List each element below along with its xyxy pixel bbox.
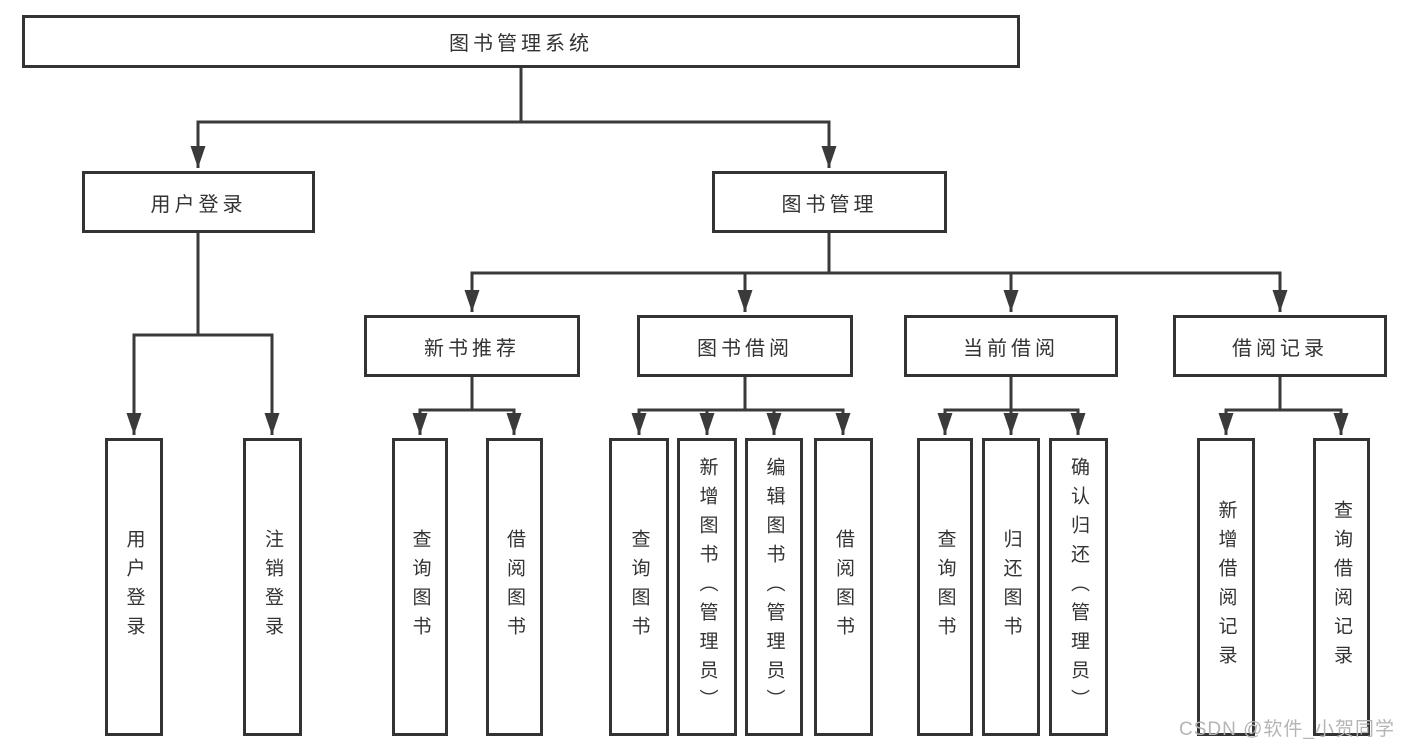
node-label: 借阅图书 bbox=[504, 529, 525, 645]
node-label: 新增借阅记录 bbox=[1215, 500, 1237, 674]
node-label: 新书推荐 bbox=[424, 337, 520, 360]
node-new-book-recommend: 新书推荐 bbox=[364, 315, 580, 377]
node-label: 借阅图书 bbox=[833, 529, 854, 645]
leaf-borrow-query-books: 查询图书 bbox=[609, 438, 669, 736]
node-label: 确认归还（管理员） bbox=[1068, 456, 1089, 718]
leaf-recommend-borrow-books: 借阅图书 bbox=[486, 438, 543, 736]
leaf-add-books-admin: 新增图书（管理员） bbox=[677, 438, 737, 736]
node-current-borrowing: 当前借阅 bbox=[904, 315, 1118, 377]
node-label: 归还图书 bbox=[1000, 529, 1022, 645]
leaf-current-query-books: 查询图书 bbox=[917, 438, 973, 736]
node-label: 当前借阅 bbox=[963, 337, 1059, 360]
node-label: 用户登录 bbox=[123, 529, 145, 645]
node-label: 查询图书 bbox=[628, 529, 650, 645]
node-root-system: 图书管理系统 bbox=[22, 15, 1020, 68]
node-label: 图书管理系统 bbox=[449, 33, 593, 55]
node-label: 注销登录 bbox=[262, 529, 283, 645]
leaf-return-books: 归还图书 bbox=[982, 438, 1040, 736]
node-label: 编辑图书（管理员） bbox=[763, 456, 785, 718]
node-label: 查询图书 bbox=[934, 529, 956, 645]
node-label: 借阅记录 bbox=[1232, 337, 1328, 360]
leaf-borrow-books: 借阅图书 bbox=[814, 438, 873, 736]
leaf-recommend-query-books: 查询图书 bbox=[392, 438, 448, 736]
node-label: 用户登录 bbox=[150, 193, 247, 216]
node-user-login: 用户登录 bbox=[82, 171, 315, 233]
leaf-logout: 注销登录 bbox=[243, 438, 302, 736]
node-label: 图书借阅 bbox=[697, 337, 793, 360]
node-label: 查询借阅记录 bbox=[1331, 500, 1352, 674]
node-book-borrowing: 图书借阅 bbox=[637, 315, 853, 377]
leaf-query-borrow-record: 查询借阅记录 bbox=[1313, 438, 1370, 736]
leaf-edit-books-admin: 编辑图书（管理员） bbox=[745, 438, 803, 736]
node-label: 新增图书（管理员） bbox=[696, 456, 718, 718]
node-book-management: 图书管理 bbox=[712, 171, 947, 233]
node-borrowing-records: 借阅记录 bbox=[1173, 315, 1387, 377]
leaf-add-borrow-record: 新增借阅记录 bbox=[1197, 438, 1255, 736]
csdn-watermark: CSDN @软件_小贺同学 bbox=[1179, 719, 1395, 740]
node-label: 图书管理 bbox=[781, 193, 878, 216]
node-label: 查询图书 bbox=[409, 529, 431, 645]
leaf-confirm-return-admin: 确认归还（管理员） bbox=[1049, 438, 1108, 736]
leaf-user-login: 用户登录 bbox=[105, 438, 163, 736]
